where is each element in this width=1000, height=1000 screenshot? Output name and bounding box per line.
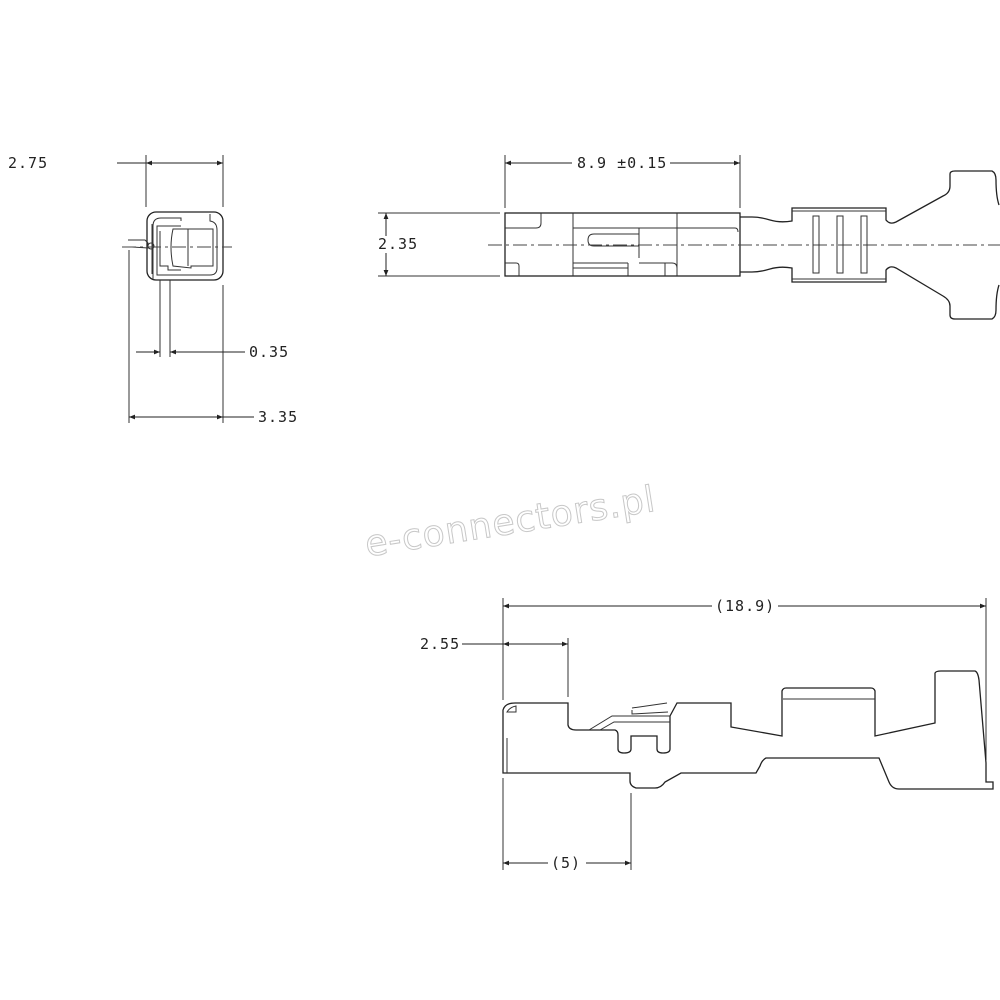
top-view: 8.9 ±0.15 2.35 [376,154,1000,320]
side-view: (18.9) 2.55 (5) [420,597,994,872]
contact-slot [587,233,639,247]
body-chamfer [506,705,517,713]
dim-width-top-label: 2.75 [8,154,48,172]
housing-inner [159,231,181,271]
dim-width-overall-label: 3.35 [258,408,298,426]
dim-wall-label: 0.35 [249,343,289,361]
serration-slot [836,215,844,274]
contact-pin [128,239,149,249]
contact-hole [147,242,155,250]
contact-spring [170,228,214,269]
dim-height-label: 2.35 [378,235,418,253]
serration-slot [860,215,868,274]
label-bg [376,236,410,253]
body-feature [638,228,678,276]
contact-profile [502,670,994,790]
crimp-upper-outline [740,170,1000,224]
watermark: e-connectors.pl [362,479,658,565]
locking-lance [588,702,670,731]
dim-offset-label: 2.55 [420,635,460,653]
dim-overall-length-label: (18.9) [715,597,775,615]
body-feature [573,227,739,233]
housing-inner [156,214,218,276]
body-feature [505,213,542,229]
dim-contact-length-label: 8.9 ±0.15 [577,154,667,172]
housing-outline [146,211,224,281]
body-feature [573,262,629,276]
serration-slot [812,215,820,274]
front-view: 2.75 0.35 3.35 [8,154,298,426]
dim-tab-position-label: (5) [551,854,581,872]
body-feature [505,262,520,276]
crimp-lower-outline [740,266,1000,320]
housing-inner [151,217,182,280]
